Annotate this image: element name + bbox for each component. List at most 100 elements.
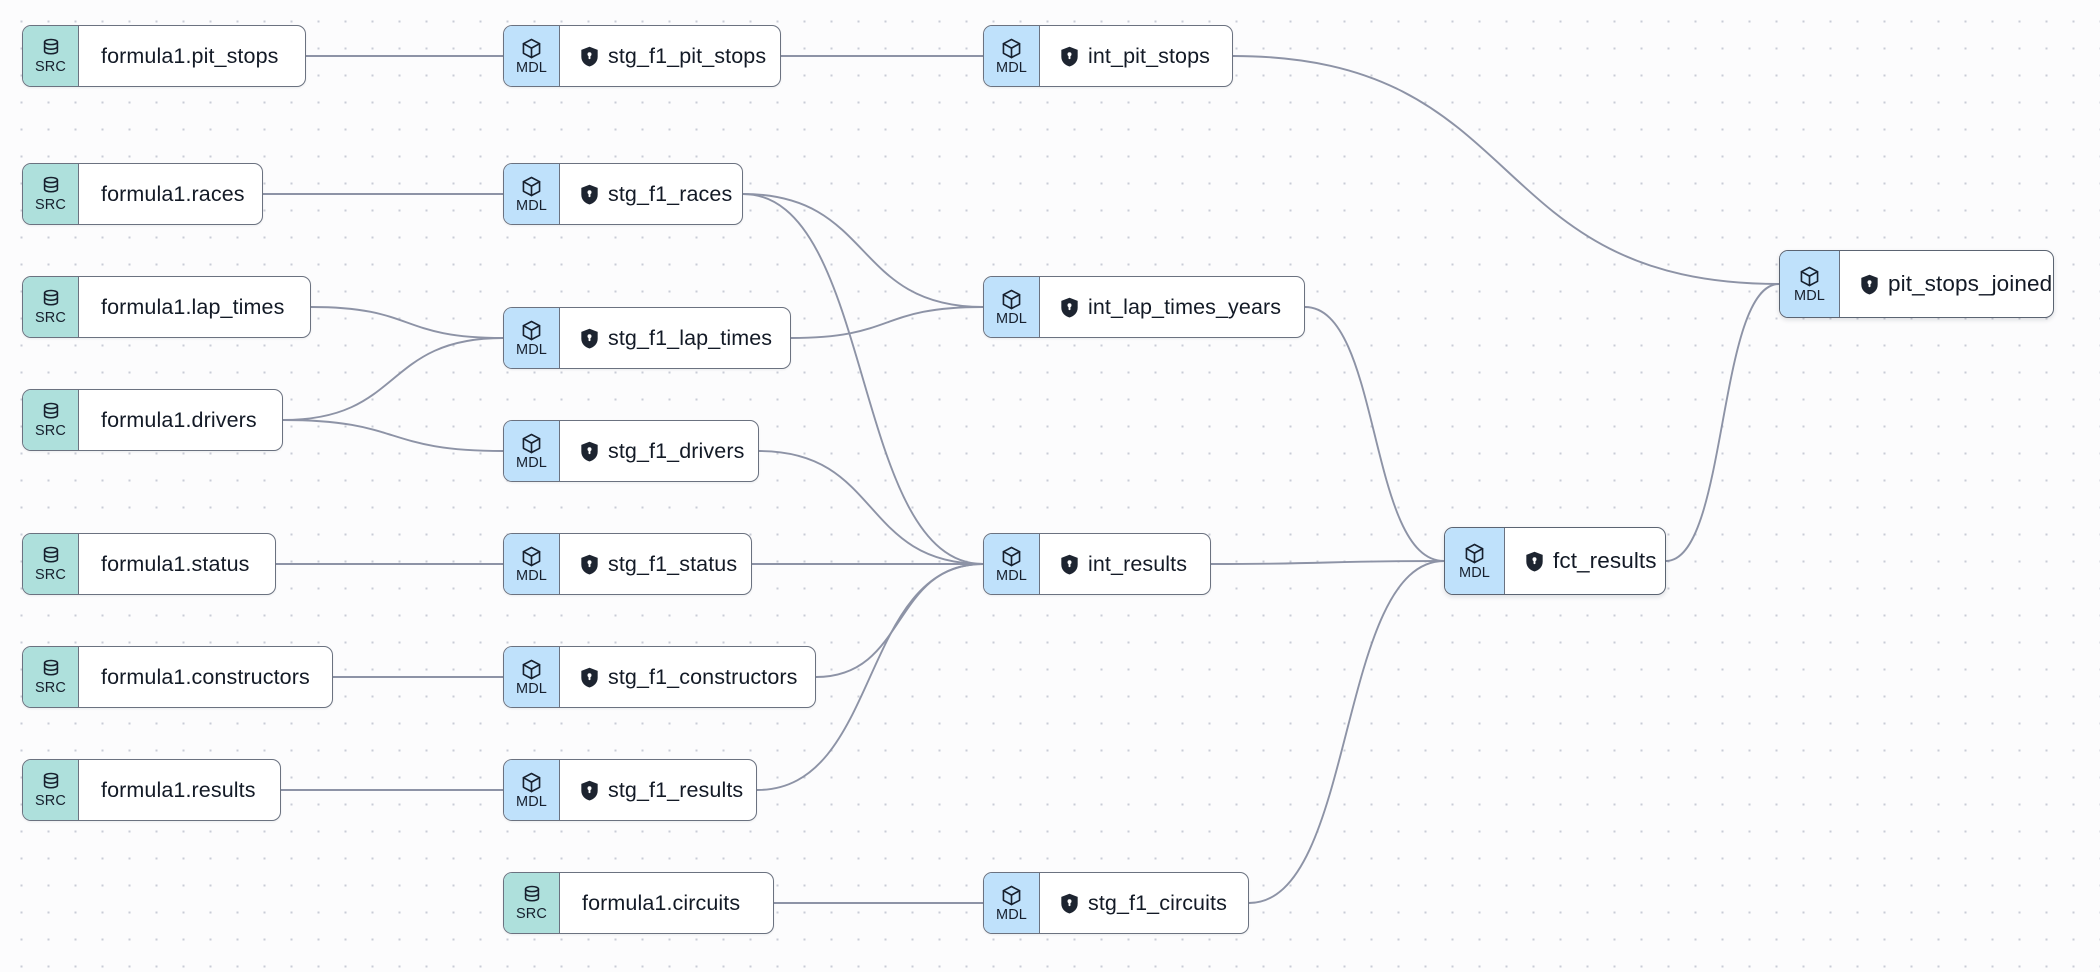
shield-lock-icon xyxy=(1061,554,1078,574)
source-badge: SRC xyxy=(23,390,79,450)
node-body: int_pit_stops xyxy=(1040,26,1232,86)
shield-lock-icon xyxy=(1060,893,1079,914)
model-badge: MDL xyxy=(984,26,1040,86)
node-label: formula1.pit_stops xyxy=(101,43,279,68)
edge-stg_constructors-to-int_results xyxy=(815,563,984,678)
edge-int_results-to-fct_results xyxy=(1210,560,1445,565)
edge-int_lap_times_years-to-fct_results xyxy=(1304,306,1445,562)
graph-node-stg_pit_stops[interactable]: MDL stg_f1_pit_stops xyxy=(503,25,781,87)
graph-node-src_pit_stops[interactable]: SRC formula1.pit_stops xyxy=(22,25,306,87)
node-body: stg_f1_results xyxy=(560,760,756,820)
shield-lock-icon xyxy=(581,328,598,348)
edge-stg_races-to-int_lap_times_years xyxy=(742,193,984,308)
node-body: formula1.races xyxy=(79,164,262,224)
badge-label: SRC xyxy=(35,59,66,75)
cube-icon xyxy=(520,545,543,568)
badge-label: MDL xyxy=(996,906,1027,923)
node-body: stg_f1_lap_times xyxy=(560,308,790,368)
cube-icon xyxy=(1000,288,1023,311)
graph-node-stg_results[interactable]: MDL stg_f1_results xyxy=(503,759,757,821)
node-body: pit_stops_joined xyxy=(1840,251,2053,317)
cube-icon xyxy=(520,658,543,681)
badge-label: MDL xyxy=(516,197,547,214)
badge-label: SRC xyxy=(35,793,66,809)
node-label: fct_results xyxy=(1553,548,1657,573)
shield-lock-icon xyxy=(581,184,598,204)
graph-node-stg_circuits[interactable]: MDL stg_f1_circuits xyxy=(983,872,1249,934)
node-body: int_lap_times_years xyxy=(1040,277,1304,337)
badge-label: MDL xyxy=(996,567,1027,584)
model-badge: MDL xyxy=(984,873,1040,933)
node-label: int_pit_stops xyxy=(1088,43,1211,68)
source-badge: SRC xyxy=(23,534,79,594)
node-label: stg_f1_circuits xyxy=(1088,890,1227,915)
model-badge: MDL xyxy=(984,277,1040,337)
shield-lock-icon xyxy=(580,184,599,205)
cube-icon xyxy=(520,432,543,455)
edge-stg_circuits-to-fct_results xyxy=(1248,560,1445,904)
database-icon xyxy=(40,545,62,567)
model-badge: MDL xyxy=(504,647,560,707)
edge-src_drivers-to-stg_lap_times xyxy=(282,337,504,421)
node-body: formula1.constructors xyxy=(79,647,332,707)
edge-stg_races-to-int_results xyxy=(742,193,984,565)
node-label: stg_f1_drivers xyxy=(608,438,745,463)
node-label: int_lap_times_years xyxy=(1088,294,1282,319)
shield-lock-icon xyxy=(1060,46,1079,67)
shield-lock-icon xyxy=(581,780,598,800)
badge-label: SRC xyxy=(35,310,66,326)
node-body: fct_results xyxy=(1505,528,1665,594)
node-body: stg_f1_circuits xyxy=(1040,873,1248,933)
shield-lock-icon xyxy=(1525,551,1544,572)
cube-icon xyxy=(1000,37,1023,60)
model-badge: MDL xyxy=(504,26,560,86)
database-icon xyxy=(521,884,543,906)
source-badge: SRC xyxy=(504,873,560,933)
node-label: stg_f1_results xyxy=(608,777,744,802)
source-badge: SRC xyxy=(23,760,79,820)
graph-node-src_status[interactable]: SRC formula1.status xyxy=(22,533,276,595)
shield-lock-icon xyxy=(580,328,599,349)
edge-stg_drivers-to-int_results xyxy=(758,450,984,565)
cube-icon xyxy=(1798,265,1821,288)
shield-lock-icon xyxy=(580,441,599,462)
model-badge: MDL xyxy=(984,534,1040,594)
edge-src_lap_times-to-stg_lap_times xyxy=(310,306,504,339)
node-body: formula1.status xyxy=(79,534,275,594)
shield-lock-icon xyxy=(581,554,598,574)
node-label: stg_f1_pit_stops xyxy=(608,43,767,68)
model-badge: MDL xyxy=(504,760,560,820)
badge-label: SRC xyxy=(35,567,66,583)
source-badge: SRC xyxy=(23,164,79,224)
node-label: stg_f1_lap_times xyxy=(608,325,773,350)
graph-node-int_lap_times_years[interactable]: MDL int_lap_times_years xyxy=(983,276,1305,338)
node-body: formula1.circuits xyxy=(560,873,773,933)
badge-label: MDL xyxy=(516,680,547,697)
graph-node-src_circuits[interactable]: SRC formula1.circuits xyxy=(503,872,774,934)
cube-icon xyxy=(520,319,543,342)
badge-label: SRC xyxy=(35,423,66,439)
database-icon xyxy=(40,658,62,680)
badge-label: SRC xyxy=(516,906,547,922)
cube-icon xyxy=(520,37,543,60)
model-badge: MDL xyxy=(504,164,560,224)
cube-icon xyxy=(520,771,543,794)
edge-src_drivers-to-stg_drivers xyxy=(282,419,504,452)
source-badge: SRC xyxy=(23,277,79,337)
graph-node-int_pit_stops[interactable]: MDL int_pit_stops xyxy=(983,25,1233,87)
